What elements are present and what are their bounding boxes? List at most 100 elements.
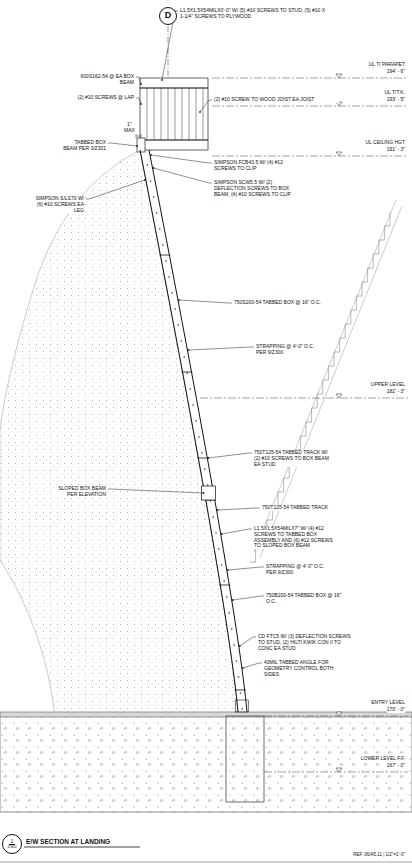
leader-dot — [187, 349, 189, 351]
leader-line — [240, 637, 256, 646]
screw — [212, 516, 214, 518]
callout-note: SLOPED BOX BEAM PER ELEVATION — [56, 486, 106, 498]
leader-dot — [153, 167, 155, 169]
leader-dot — [227, 569, 229, 571]
level-marker: UL CEILING HGT — [365, 140, 405, 146]
leader-dot — [150, 154, 152, 156]
joist — [168, 88, 169, 140]
callout-note: 750B200-54 TABBED BOX @ 16" O.C. — [266, 593, 346, 605]
grid-bubble: D — [159, 7, 177, 25]
box-beam-joint — [235, 690, 246, 691]
screw — [215, 532, 217, 534]
foundation — [0, 716, 412, 812]
leader-line — [233, 596, 264, 600]
screw — [174, 308, 176, 310]
leader-line — [108, 143, 137, 146]
leader-line — [200, 100, 212, 112]
callout-note: 750T125-54 TABBED TRACK — [262, 505, 352, 511]
screw — [171, 292, 173, 294]
roof-joists — [147, 88, 203, 140]
screw — [186, 372, 188, 374]
leader-line — [86, 180, 145, 199]
leader-line — [136, 98, 141, 104]
level-marker: 167' - 0" — [387, 763, 405, 769]
callout-note: 1" — [127, 122, 139, 128]
callout-note: SIMPSON SCW5.5 W/ (2) DEFLECTION SCREWS … — [214, 180, 296, 197]
leader-dot — [140, 83, 142, 85]
joist — [189, 88, 190, 140]
screw — [233, 644, 235, 646]
leader-dot — [239, 645, 241, 647]
screw — [226, 596, 228, 598]
wall-inner-face — [140, 150, 238, 712]
box-beam-joint — [159, 255, 170, 256]
screw — [236, 660, 238, 662]
callout-note: 750T125-54 TABBED TRACK W/ (2) #10 SCREW… — [254, 450, 330, 467]
leader-dot — [221, 533, 223, 535]
callout-note: L1.5X1.5X54MILX7" W/ (4) #12 SCREWS TO T… — [254, 526, 340, 549]
callout-note: SIMPSON FCB43.5 W/ (4) #12 SCREWS TO CLI… — [214, 160, 286, 172]
stair — [250, 200, 402, 562]
level-triangle — [336, 74, 342, 78]
wall-outer-face — [149, 150, 247, 712]
callout-note: STRAPPING @ 4'-0" O.C. PER 9/Z300 — [256, 344, 318, 356]
leader-line — [188, 347, 254, 350]
leader-line — [154, 168, 212, 183]
screw — [189, 388, 191, 390]
grid-line — [168, 26, 169, 80]
stair-steps — [250, 212, 390, 562]
screw — [153, 196, 155, 198]
screw — [168, 276, 170, 278]
callout-note: L1.5X1.5X54MILX0'-0" W/ (5) #10 SCREWS T… — [180, 8, 330, 20]
callout-note: 750S200-54 TABBED BOX @ 16" O.C. — [234, 300, 322, 306]
leader-dot — [144, 179, 146, 181]
callout-note: SIMPSON S/LS70 W/ (6) #10 SCREWS EA LEG — [30, 196, 84, 213]
screw — [156, 212, 158, 214]
screw — [183, 356, 185, 358]
wall-footing — [226, 716, 264, 802]
sheet-number: Z300 — [5, 845, 18, 849]
joist — [175, 88, 176, 140]
callout-note: TABBED BOX BEAM PER 3/Z301 — [62, 140, 106, 152]
screw — [231, 628, 233, 630]
callout-note: (2) #10 SCREWS @ LAP — [76, 95, 134, 101]
level-marker: UPPER LEVEL — [371, 382, 405, 388]
screw — [241, 708, 243, 710]
reference-note: REF. 06/A5.11 | 1/2"=1'-0" — [353, 852, 405, 857]
screw — [201, 452, 203, 454]
title-underline — [0, 847, 412, 862]
stair-rail — [254, 200, 396, 552]
level-lines — [200, 78, 408, 772]
level-marker: 193' - 5" — [387, 97, 405, 103]
level-marker: UL T/T.K. — [384, 90, 405, 96]
level-marker: LOWER LEVEL F.F. — [361, 756, 405, 762]
leader-line — [228, 567, 264, 570]
joist — [147, 88, 148, 140]
level-triangle — [336, 768, 342, 772]
joist — [182, 88, 183, 140]
leader-dot — [232, 599, 234, 601]
slab — [0, 712, 412, 717]
wall-details — [147, 164, 249, 712]
leader-dot — [217, 509, 219, 511]
level-triangle — [336, 712, 342, 716]
screw — [228, 612, 230, 614]
roof-assembly — [137, 78, 208, 152]
section-bubble: 1Z300 — [2, 834, 22, 854]
level-marker: 182' - 3" — [387, 389, 405, 395]
leader-line — [222, 529, 252, 534]
screw — [221, 564, 223, 566]
callout-note: 600S162-54 @ EA BOX BEAM — [76, 74, 134, 86]
level-marker: 170' - 0" — [387, 707, 405, 713]
screw — [165, 260, 167, 262]
leader-line — [243, 663, 262, 668]
joist — [196, 88, 197, 140]
screw — [159, 228, 161, 230]
level-triangle — [336, 152, 342, 156]
box-beam-joint — [219, 585, 230, 586]
grid-label: D — [163, 11, 174, 20]
leader-dot — [140, 103, 142, 105]
screw — [240, 692, 242, 694]
